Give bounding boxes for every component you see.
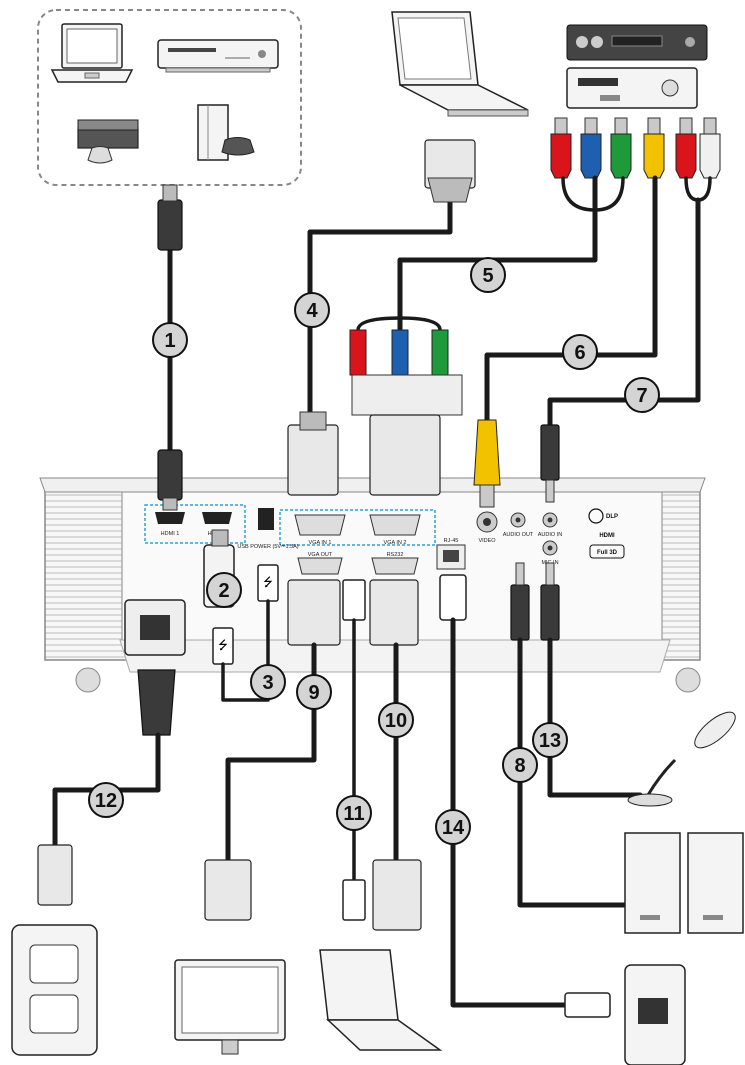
usb-power-label: USB POWER (5V⎓1.5A) — [237, 544, 298, 550]
hdmi1-label: HDMI 1 — [161, 531, 180, 537]
svg-text:⭍: ⭍ — [263, 575, 273, 589]
vga-out-label: VGA OUT — [308, 552, 333, 558]
callout-2: 2 — [207, 573, 241, 607]
svg-text:2: 2 — [218, 580, 229, 602]
audio-in-label: AUDIO IN — [538, 532, 562, 538]
ethernet-jack-icon — [625, 965, 685, 1065]
audio-out-label: AUDIO OUT — [503, 532, 534, 538]
monitor-icon — [175, 960, 285, 1054]
laptop-bottom-icon — [320, 950, 440, 1050]
vcr-icon — [567, 25, 707, 60]
speakers-icon — [625, 833, 743, 933]
wall-outlet-icon — [12, 925, 97, 1055]
svg-text:7: 7 — [636, 385, 647, 407]
callout-12: 12 — [89, 783, 123, 817]
callout-8: 8 — [503, 748, 537, 782]
callout-1: 1 — [153, 323, 187, 357]
cable-7-audio — [541, 178, 710, 502]
microphone-icon — [628, 706, 741, 806]
svg-text:11: 11 — [343, 803, 364, 825]
callout-5: 5 — [471, 258, 505, 292]
svg-text:DLP: DLP — [606, 514, 618, 520]
callout-6: 6 — [563, 335, 597, 369]
hdmi-sources-group — [38, 10, 301, 185]
svg-text:3: 3 — [262, 672, 273, 694]
svg-text:13: 13 — [539, 730, 561, 752]
svg-text:1: 1 — [164, 330, 175, 352]
dvd-player-icon — [158, 40, 278, 72]
svg-text:10: 10 — [385, 710, 407, 732]
callout-9: 9 — [297, 675, 331, 709]
rs232-label: RS232 — [387, 552, 404, 558]
callout-11: 11 — [337, 796, 371, 830]
video-label: VIDEO — [478, 538, 496, 544]
svg-text:8: 8 — [514, 755, 525, 777]
cable-6-video — [474, 178, 655, 507]
callout-10: 10 — [379, 703, 413, 737]
callout-4: 4 — [295, 293, 329, 327]
callout-14: 14 — [436, 810, 470, 844]
svg-text:4: 4 — [306, 300, 318, 322]
callout-7: 7 — [625, 378, 659, 412]
callout-13: 13 — [533, 723, 567, 757]
laptop-icon — [52, 24, 132, 82]
svg-text:5: 5 — [482, 265, 493, 287]
callout-3: 3 — [251, 665, 285, 699]
playstation-icon — [198, 105, 254, 160]
svg-text:⭍: ⭍ — [218, 638, 228, 652]
hdmi-logo: HDMI — [599, 533, 615, 539]
svg-text:6: 6 — [574, 342, 585, 364]
svg-text:9: 9 — [308, 682, 319, 704]
cable-10-rs232 — [370, 580, 421, 930]
vga-in-1-label: VGA IN 1 — [309, 540, 332, 546]
rj45-label: RJ-45 — [444, 538, 459, 544]
vga-in-2-label: VGA IN 2 — [384, 540, 407, 546]
svg-text:14: 14 — [442, 817, 465, 839]
svg-text:Full 3D: Full 3D — [597, 550, 618, 556]
game-console-icon — [78, 120, 138, 163]
receiver-icon — [567, 68, 697, 108]
video-port[interactable]: VIDEO — [477, 512, 497, 544]
svg-text:12: 12 — [95, 790, 117, 812]
laptop-vga-source-icon — [392, 12, 528, 116]
component-rca-plugs-top — [551, 118, 720, 178]
